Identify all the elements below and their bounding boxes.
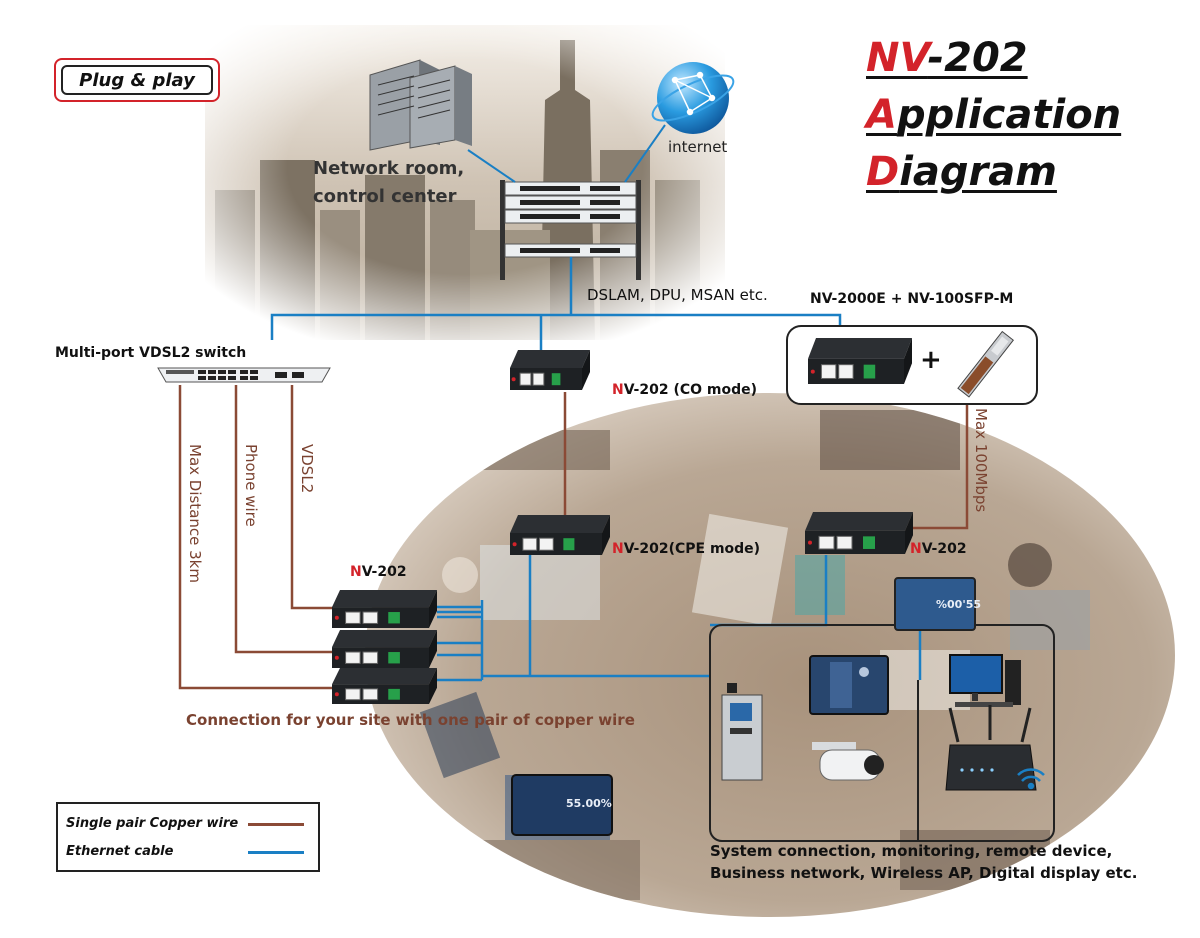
dslam-label: DSLAM, DPU, MSAN etc. [587,286,768,304]
system-caption-line2: Business network, Wireless AP, Digital d… [710,864,1138,882]
wifi-icon [1017,768,1045,790]
vdsl2-switch-device [157,367,331,383]
title-letter-a: A [866,92,897,138]
nv202-stack-device-1 [332,590,437,628]
tablet-value: 55.00% [566,797,612,810]
switch-label: Multi-port VDSL2 switch [55,345,247,361]
display-value: %00'55 [936,598,982,611]
nv202-cpe-device [510,515,610,555]
network-room-label: Network room, [313,158,465,179]
monitor-display-icon [809,655,889,715]
security-camera-icon [812,742,884,781]
nv202-left-label: NV-202 [350,564,407,580]
red-n: N [350,564,362,580]
system-devices-box [709,624,1055,842]
nv202-co-device [510,350,590,390]
title-letter-d: D [866,149,900,195]
title-rest-1: -202 [927,35,1028,81]
max-distance-label: Max Distance 3km [186,444,204,583]
nv202-stack-device-3 [332,668,437,704]
tablet-screen [511,774,613,836]
max-100mbps-label: Max 100Mbps [972,408,990,513]
nv202-right-device [805,512,913,554]
red-n: N [612,541,624,557]
plug-and-play-badge: Plug & play [54,58,220,102]
red-n: N [612,382,624,398]
phone-wire-label: Phone wire [242,444,260,527]
red-n: N [910,541,922,557]
co-mode-text: V-202 (CO mode) [623,382,758,398]
nv202-devices [332,338,913,704]
nv202-text: V-202 [361,564,407,580]
internet-globe-icon [651,62,735,134]
kiosk-icon [721,683,763,781]
connection-caption: Connection for your site with one pair o… [186,711,635,729]
title-rest-3: iagram [899,149,1057,195]
cpe-mode-text: V-202(CPE mode) [623,541,761,557]
nv2000e-device [808,338,912,384]
title-line-1: NV-202 [866,35,1028,81]
sfp-module-icon [957,330,1014,398]
legend-copper-swatch [248,823,304,826]
legend-ethernet-label: Ethernet cable [66,844,174,859]
plus-sign: + [920,345,942,375]
title-line-3: Diagram [866,149,1057,195]
system-caption-line1: System connection, monitoring, remote de… [710,842,1113,860]
nv202-cpe-mode-label: NV-202(CPE mode) [612,541,760,557]
plug-and-play-label: Plug & play [61,65,213,95]
server-racks-icon [369,59,472,151]
title-line-2: Application [866,92,1121,138]
legend: Single pair Copper wire Ethernet cable [56,802,320,872]
wall-display-screen [894,577,976,631]
control-center-label: control center [313,186,457,207]
desktop-pc-icon [949,654,1021,707]
nv202-text: V-202 [921,541,967,557]
copper-cables [178,385,969,690]
title-rest-2: pplication [896,92,1122,138]
internet-label: internet [668,138,728,156]
nv202-right-label: NV-202 [910,541,967,557]
wireless-router-icon [945,705,1037,791]
legend-ethernet-swatch [248,851,304,854]
nv202-stack-device-2 [332,630,437,668]
vdsl2-label: VDSL2 [298,444,316,494]
nv202-co-mode-label: NV-202 (CO mode) [612,382,757,398]
legend-copper-label: Single pair Copper wire [66,816,239,831]
title-letters-nv: NV [866,35,928,81]
dslam-rack-icon [467,124,666,280]
nv2000e-label: NV-2000E + NV-100SFP-M [810,291,1014,307]
